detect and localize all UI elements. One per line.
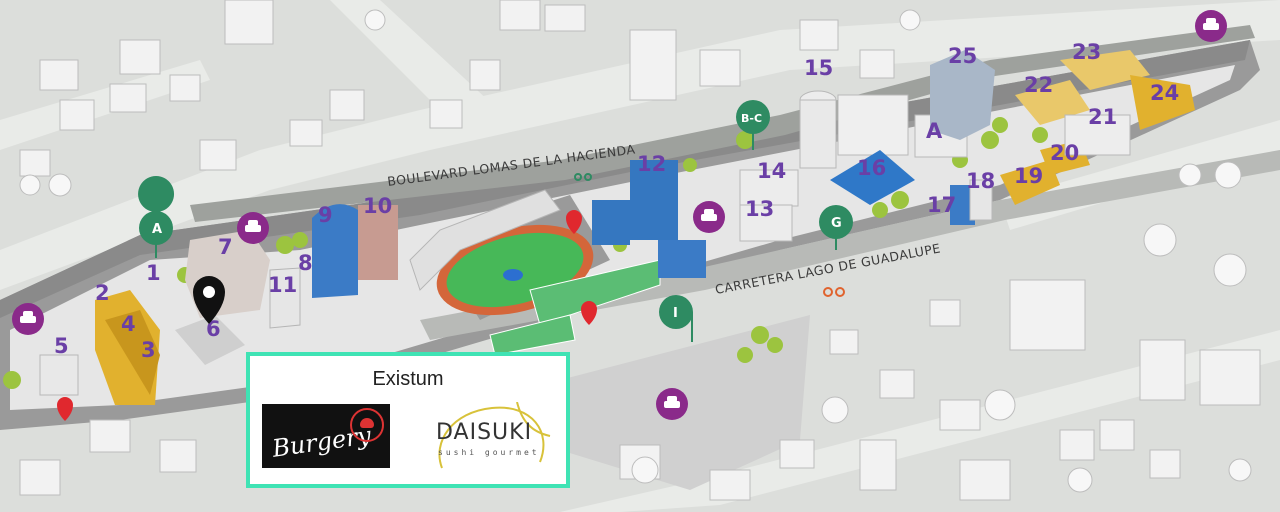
building-number: 4 <box>121 312 136 336</box>
car-icon[interactable] <box>237 212 269 244</box>
building-number: 24 <box>1150 81 1179 105</box>
location-pin-icon[interactable] <box>193 276 225 324</box>
cyclist-icon <box>574 173 592 181</box>
building-number: 2 <box>95 281 110 305</box>
info-popup[interactable]: Existum Burgery DAISUKI sushi gourmet <box>246 352 570 488</box>
red-map-marker-icon[interactable] <box>57 210 597 421</box>
burgery-logo[interactable]: Burgery <box>262 404 390 468</box>
car-icon[interactable] <box>1195 10 1227 42</box>
building-number: 22 <box>1024 73 1053 97</box>
building-number: 5 <box>54 334 69 358</box>
building-number: 9 <box>318 203 333 227</box>
building-number: 3 <box>141 338 156 362</box>
building-number: 8 <box>298 251 313 275</box>
zone-pin-b-c[interactable]: B-C <box>736 100 770 150</box>
building-number: 1 <box>146 261 161 285</box>
background-houses <box>19 0 1261 501</box>
building-number: 20 <box>1050 141 1079 165</box>
car-icon[interactable] <box>693 201 725 233</box>
buildings-geometry <box>39 50 1195 405</box>
tennis-courts[interactable] <box>489 259 661 356</box>
building-number: 25 <box>948 44 977 68</box>
svg-text:A: A <box>152 222 162 237</box>
building-number: 7 <box>218 235 233 259</box>
svg-text:I: I <box>673 306 678 321</box>
daisuki-swirl-icon <box>438 402 551 469</box>
building-number: 13 <box>745 197 774 221</box>
building-number: 15 <box>804 56 833 80</box>
zone-pin-i[interactable]: I <box>659 295 693 342</box>
svg-text:G: G <box>831 216 842 231</box>
parking-pins[interactable] <box>12 10 1227 420</box>
building-number: 23 <box>1072 40 1101 64</box>
car-icon[interactable] <box>12 303 44 335</box>
building-number: 21 <box>1088 105 1117 129</box>
zone-pin-a[interactable]: A <box>138 176 175 258</box>
building-number: 17 <box>927 193 956 217</box>
building-numbers: 1 2 3 4 5 6 7 8 9 10 11 12 13 14 15 16 1… <box>54 40 1179 362</box>
building-number: 11 <box>268 273 297 297</box>
burger-icon <box>350 408 384 442</box>
building-number: 10 <box>363 194 392 218</box>
building-number: 16 <box>857 156 886 180</box>
zone-pin-g[interactable]: G <box>819 205 853 250</box>
background-trees <box>19 9 1252 493</box>
cyclist-icon <box>823 287 845 297</box>
building-number: 14 <box>757 159 786 183</box>
svg-text:B-C: B-C <box>741 112 762 125</box>
building-number: 19 <box>1014 164 1043 188</box>
daisuki-logo-subtitle: sushi gourmet <box>438 448 540 457</box>
building-number: A <box>926 119 943 143</box>
daisuki-logo[interactable]: DAISUKI sushi gourmet <box>422 402 558 470</box>
building-number: 12 <box>637 152 666 176</box>
building-number: 18 <box>966 169 995 193</box>
daisuki-logo-text: DAISUKI <box>436 420 533 445</box>
car-icon[interactable] <box>656 388 688 420</box>
popup-title: Existum <box>372 368 444 390</box>
